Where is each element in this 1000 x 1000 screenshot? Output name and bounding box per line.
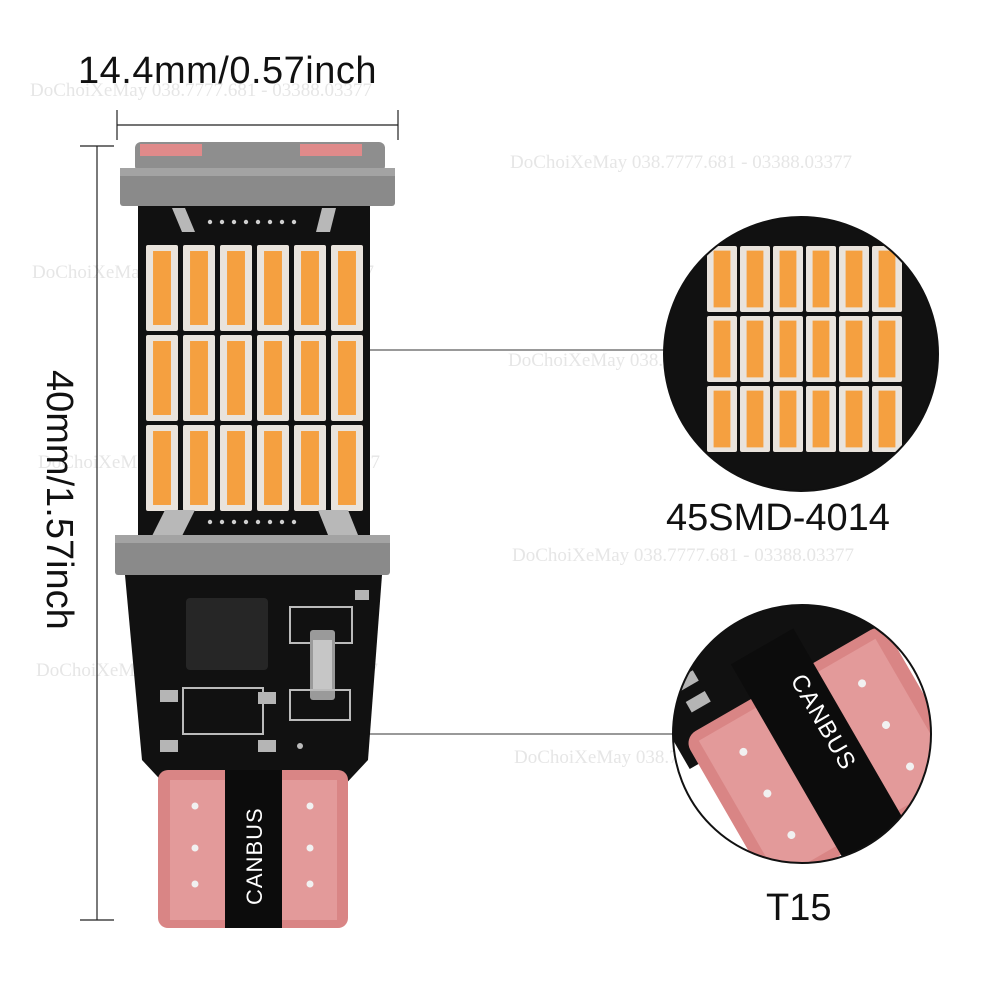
led-emitter (264, 341, 282, 415)
via-dot (231, 219, 237, 225)
watermark: DoChoiXeMay 038.7777.681 - 03388.03377 (30, 80, 372, 101)
led-emitter (227, 251, 245, 325)
led-emitter (812, 390, 830, 448)
via-dot (231, 519, 237, 525)
led-emitter (338, 431, 356, 505)
smd-callout-label: 45SMD-4014 (666, 497, 890, 539)
led-emitter (779, 250, 797, 308)
led-emitter (338, 341, 356, 415)
via-dot (255, 219, 261, 225)
led-emitter (190, 251, 208, 325)
led-emitter (812, 250, 830, 308)
base-zoom-circle (673, 605, 931, 863)
via-dot (267, 219, 273, 225)
led-emitter (746, 390, 764, 448)
led-emitter (878, 390, 896, 448)
led-emitter (845, 390, 863, 448)
led-emitter (301, 341, 319, 415)
led-emitter (746, 250, 764, 308)
via-dot (255, 519, 261, 525)
width-dimension-line (116, 110, 399, 140)
via-dot (267, 519, 273, 525)
watermark: DoChoiXeMay 038.7777.681 - 03388.03377 (510, 152, 852, 173)
led-emitter (779, 320, 797, 378)
watermark: DoChoiXeMay 038.7777.681 - 03388.03377 (512, 545, 854, 566)
led-emitter (264, 431, 282, 505)
width-dimension-label: 14.4mm/0.57inch (78, 50, 377, 92)
led-emitter (264, 251, 282, 325)
led-emitter (338, 251, 356, 325)
led-emitter (190, 431, 208, 505)
via-dot (207, 519, 213, 525)
via-dot (207, 219, 213, 225)
via-dot (243, 519, 249, 525)
height-dimension-line (80, 145, 114, 921)
led-emitter (227, 341, 245, 415)
canbus-text: CANBUS (242, 807, 267, 905)
led-emitter (812, 320, 830, 378)
via-dot (243, 219, 249, 225)
led-emitter (713, 320, 731, 378)
led-emitter (153, 251, 171, 325)
bulb (115, 142, 395, 928)
via-dot (219, 519, 225, 525)
led-emitter (845, 250, 863, 308)
via-dot (291, 519, 297, 525)
via-dot (291, 219, 297, 225)
led-emitter (301, 431, 319, 505)
base-callout-label: T15 (766, 887, 832, 929)
led-emitter (878, 320, 896, 378)
led-emitter (153, 431, 171, 505)
via-dot (279, 219, 285, 225)
led-emitter (713, 390, 731, 448)
height-dimension-label: 40mm/1.57inch (38, 370, 80, 630)
led-emitter (301, 251, 319, 325)
led-emitter (190, 341, 208, 415)
led-emitter (746, 320, 764, 378)
led-emitter (845, 320, 863, 378)
via-dot (219, 219, 225, 225)
led-emitter (779, 390, 797, 448)
led-emitter (713, 250, 731, 308)
led-emitter (878, 250, 896, 308)
led-emitter (227, 431, 245, 505)
smd-zoom-circle (664, 217, 938, 491)
via-dot (279, 519, 285, 525)
led-emitter (153, 341, 171, 415)
